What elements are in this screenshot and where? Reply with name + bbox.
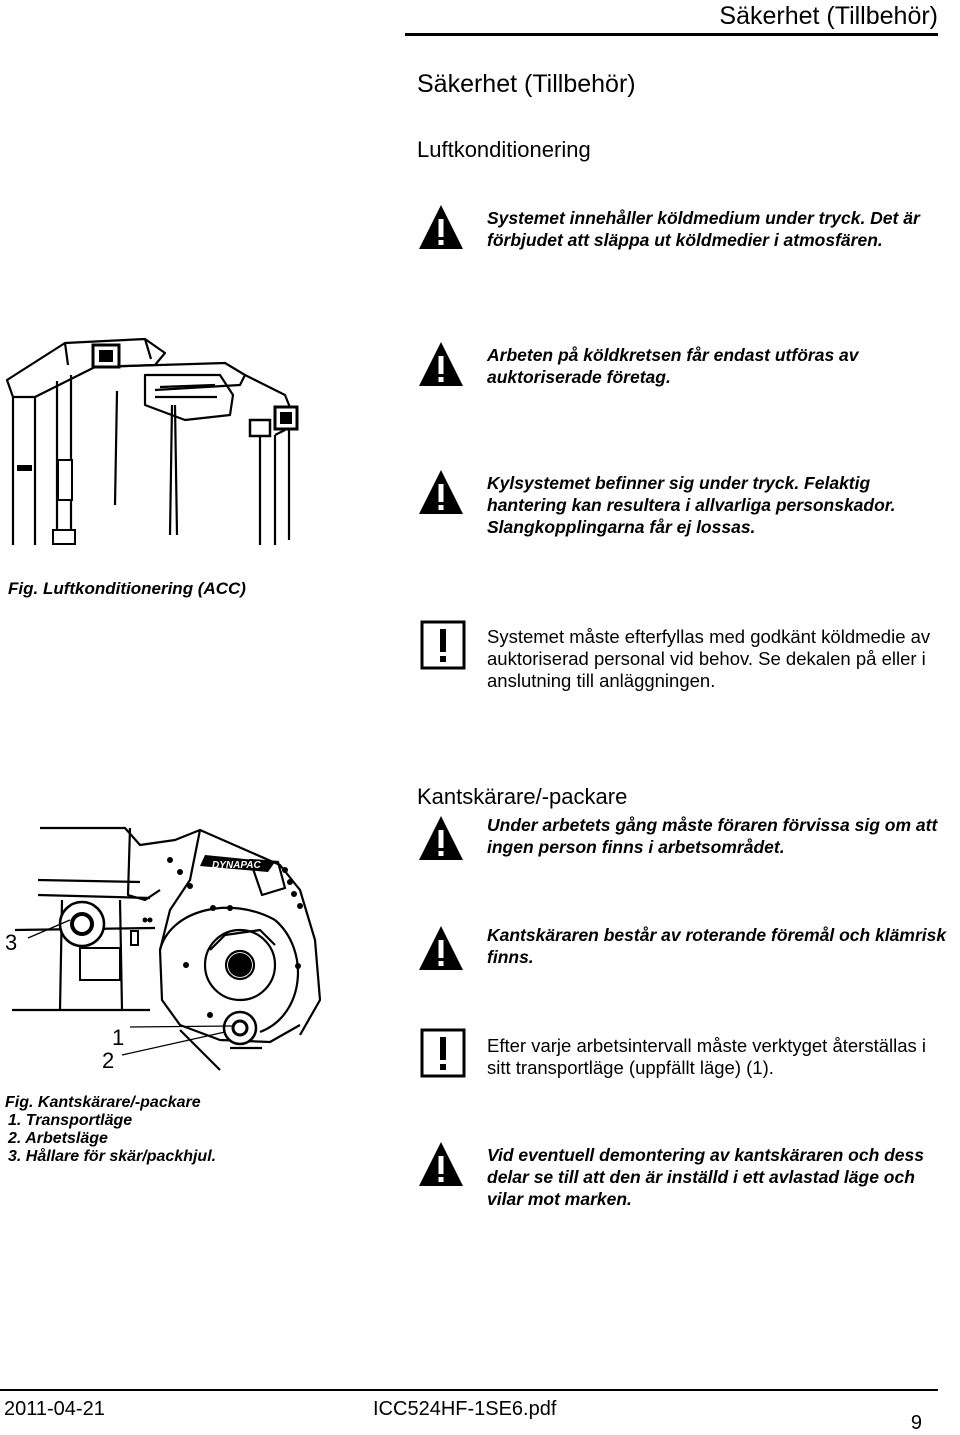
- warning-icon: [419, 342, 463, 386]
- warning-icon: [419, 926, 463, 970]
- edge-caption-item: 2. Arbetsläge: [8, 1130, 108, 1147]
- edge-caption-item: 3. Hållare för skär/packhjul.: [8, 1148, 217, 1165]
- footer-rule: [0, 1389, 938, 1391]
- edge-warning-1: Under arbetets gång måste föraren förvis…: [487, 815, 938, 857]
- edge-section-title: Kantskärare/-packare: [417, 784, 628, 809]
- ac-figure-caption: Fig. Luftkonditionering (ACC): [8, 579, 246, 598]
- ac-note: Systemet måste efterfyllas med godkänt k…: [487, 626, 931, 691]
- callout-1: 1: [112, 1025, 125, 1050]
- header-rule: [405, 33, 938, 36]
- warning-icon: [419, 470, 463, 514]
- warning-icon: [419, 205, 463, 249]
- cab-illustration: [5, 337, 299, 545]
- edge-cutter-illustration: DYNAPAC: [12, 826, 322, 1071]
- ac-warning-1: Systemet innehåller köldmedium under try…: [487, 208, 920, 250]
- warning-icon: [419, 1142, 463, 1186]
- warning-icon: [419, 816, 463, 860]
- callout-2: 2: [102, 1048, 115, 1073]
- section-title: Säkerhet (Tillbehör): [417, 70, 636, 98]
- caution-icon: [420, 1028, 466, 1078]
- callout-3: 3: [5, 930, 18, 955]
- dynapac-logo: DYNAPAC: [212, 860, 261, 871]
- edge-note: Efter varje arbetsintervall måste verkty…: [487, 1035, 927, 1078]
- edge-caption-item: 1. Transportläge: [8, 1112, 133, 1129]
- edge-warning-2: Kantskäraren består av roterande föremål…: [487, 925, 947, 967]
- section-subtitle: Luftkonditionering: [417, 137, 591, 162]
- ac-warning-3: Kylsystemet befinner sig under tryck. Fe…: [487, 473, 896, 537]
- footer-date: 2011-04-21: [4, 1398, 105, 1420]
- footer-filename: ICC524HF-1SE6.pdf: [373, 1398, 557, 1420]
- page-number: 9: [910, 1412, 922, 1434]
- running-header: Säkerhet (Tillbehör): [719, 2, 938, 30]
- edge-caption-title: Fig. Kantskärare/-packare: [5, 1094, 201, 1111]
- caution-icon: [420, 620, 466, 670]
- ac-warning-2: Arbeten på köldkretsen får endast utföra…: [487, 345, 859, 387]
- edge-warning-3: Vid eventuell demontering av kantskärare…: [487, 1145, 925, 1209]
- edge-figure-caption: Fig. Kantskärare/-packare 1. Transportlä…: [5, 1094, 216, 1166]
